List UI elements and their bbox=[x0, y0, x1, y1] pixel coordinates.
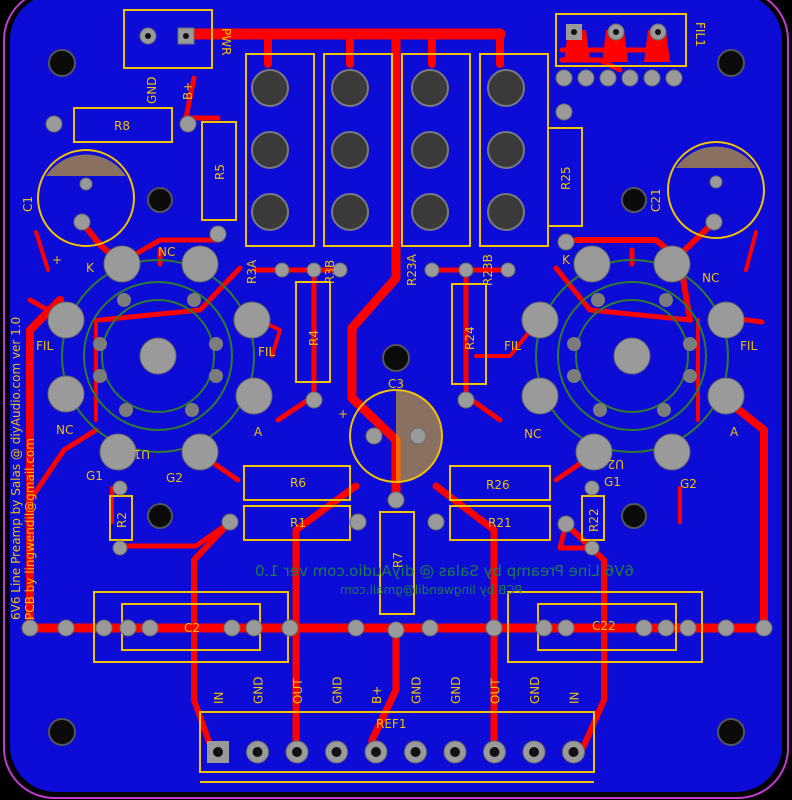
r5-label: R5 bbox=[213, 164, 227, 180]
u1-g2-label: G2 bbox=[166, 471, 183, 485]
u1-a-label: A bbox=[254, 425, 263, 439]
pwr-label: PWR bbox=[219, 28, 233, 55]
fil1-label: FIL1 bbox=[693, 22, 707, 47]
c3-label: C3 bbox=[388, 377, 404, 391]
connector-pin-hole bbox=[410, 747, 421, 757]
connector-pin-hole bbox=[331, 747, 342, 757]
r6-label: R6 bbox=[290, 476, 306, 490]
mirrored-credit-line2: PCB by lingwendil@gmail.com bbox=[340, 583, 522, 597]
ref1-label: REF1 bbox=[376, 717, 406, 731]
c3-plus: + bbox=[338, 407, 348, 421]
connector-pin-label: GND bbox=[331, 676, 345, 704]
r2-label: R2 bbox=[115, 512, 129, 528]
resistors: R8 R5 R25 R4 R24 R6 R1 R26 R21 R7 R2 R22… bbox=[45, 103, 605, 639]
bottom-layer-credits: 6V6 Line Preamp by Salas @ diyAudio.com … bbox=[255, 562, 634, 597]
r22-label: R22 bbox=[587, 508, 601, 532]
u2-nc-bottom-label: NC bbox=[524, 427, 541, 441]
u1-g1-label: G1 bbox=[86, 469, 103, 483]
connector-pin-label: GND bbox=[252, 676, 266, 704]
connector-pin-hole bbox=[450, 747, 460, 757]
tube-socket-left: K NC FIL FIL NC A G1 G2 U1 bbox=[36, 245, 275, 485]
connector-pin-label: IN bbox=[212, 691, 226, 704]
connector-pin-hole bbox=[252, 747, 263, 757]
c1-plus: + bbox=[52, 253, 62, 267]
u2-g2-label: G2 bbox=[680, 477, 697, 491]
connector-pin-label: B+ bbox=[370, 686, 384, 704]
connector-pin-hole bbox=[371, 747, 381, 757]
r3b-label: R3B bbox=[323, 260, 337, 284]
tube-socket-right: K NC FIL FIL NC A G1 G2 U2 bbox=[504, 245, 757, 491]
pwr-gnd-label: GND bbox=[145, 76, 159, 104]
r24-label: R24 bbox=[463, 326, 477, 350]
u2-fil-right-label: FIL bbox=[740, 339, 757, 353]
io-connector: REF1 IN GND OUT GND B+ GND GND OUT GND IN bbox=[199, 676, 595, 783]
connector-pin-label: IN bbox=[568, 691, 582, 704]
r8-label: R8 bbox=[114, 119, 130, 133]
u1-k-label: K bbox=[86, 261, 95, 275]
credit-line2: PCB by lingwendil@gmail.com bbox=[23, 438, 37, 620]
u2-label: U2 bbox=[608, 457, 624, 471]
connector-pin-hole bbox=[529, 747, 539, 757]
r7-label: R7 bbox=[391, 552, 405, 568]
r1-label: R1 bbox=[290, 516, 306, 530]
u2-fil-left-label: FIL bbox=[504, 339, 521, 353]
r23a-label: R23A bbox=[405, 253, 419, 286]
mounting-holes bbox=[48, 49, 745, 746]
u1-fil-right-label: FIL bbox=[258, 345, 275, 359]
c21-label: C21 bbox=[649, 188, 663, 212]
film-capacitors: C2 C22 bbox=[21, 591, 773, 663]
mirrored-credit-line1: 6V6 Line Preamp by Salas @ diyAudio.com … bbox=[255, 562, 634, 580]
electrolytic-capacitors: C1 + C21 C3 + bbox=[21, 141, 765, 483]
r23b-label: R23B bbox=[481, 254, 495, 286]
r21-label: R21 bbox=[488, 516, 512, 530]
board-outline bbox=[3, 0, 789, 799]
u2-a-label: A bbox=[730, 425, 739, 439]
c2-label: C2 bbox=[184, 621, 200, 635]
connector-pin-label: GND bbox=[449, 676, 463, 704]
u1-label: U1 bbox=[134, 447, 150, 461]
connector-pin-label: OUT bbox=[291, 678, 305, 704]
u1-nc-bottom-label: NC bbox=[56, 423, 73, 437]
u2-k-label: K bbox=[562, 253, 571, 267]
filament-connector: FIL1 bbox=[555, 13, 707, 87]
u1-fil-left-label: FIL bbox=[36, 339, 53, 353]
connector-pin-hole bbox=[292, 747, 302, 757]
u1-nc-top-label: NC bbox=[158, 245, 175, 259]
connector-pin-hole bbox=[213, 747, 223, 757]
c22-label: C22 bbox=[592, 619, 616, 633]
c1-label: C1 bbox=[21, 196, 35, 212]
connector-pin-hole bbox=[489, 747, 500, 757]
r4-label: R4 bbox=[307, 330, 321, 346]
connector-pin-label: GND bbox=[410, 676, 424, 704]
r3a-label: R3A bbox=[245, 259, 259, 284]
connector-pin-label: GND bbox=[528, 676, 542, 704]
r25-label: R25 bbox=[559, 166, 573, 190]
power-connector: PWR GND B+ bbox=[123, 9, 233, 104]
connector-pin-hole bbox=[568, 747, 579, 757]
credit-line1: 6V6 Line Preamp by Salas @ diyAudio.com … bbox=[9, 317, 23, 620]
r26-label: R26 bbox=[486, 478, 510, 492]
pwr-bplus-label: B+ bbox=[181, 82, 195, 100]
u2-g1-label: G1 bbox=[604, 475, 621, 489]
resistor-bank bbox=[245, 53, 549, 247]
u2-nc-top-label: NC bbox=[702, 271, 719, 285]
connector-pin-label: OUT bbox=[489, 678, 503, 704]
